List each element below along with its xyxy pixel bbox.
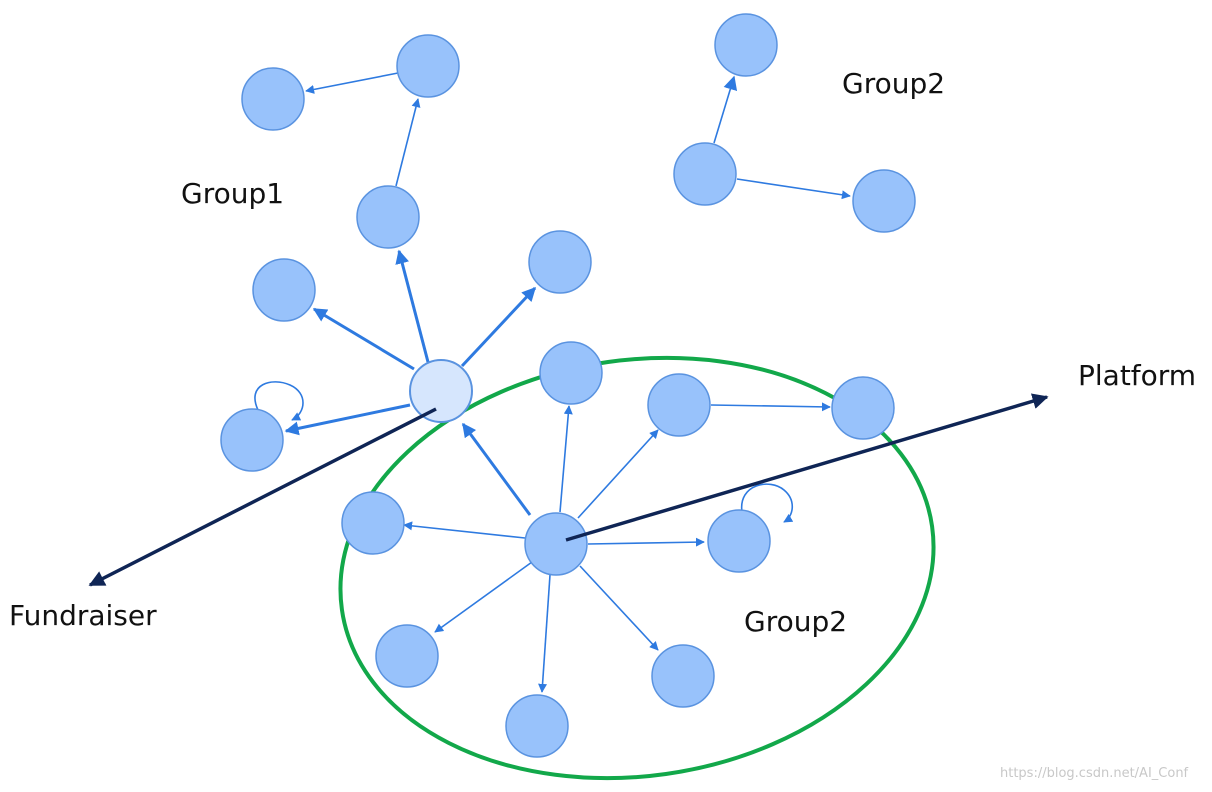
- node: [396, 34, 460, 98]
- group2-top-label: Group2: [842, 67, 946, 100]
- node: [528, 230, 592, 294]
- edge: [305, 72, 399, 94]
- edge: [395, 98, 421, 187]
- edge: [312, 307, 415, 371]
- platform-arrow: [565, 393, 1049, 542]
- node: [831, 376, 895, 440]
- node: [673, 142, 737, 206]
- node: [707, 509, 771, 573]
- edge: [559, 405, 573, 513]
- group1-label: Group1: [181, 177, 285, 210]
- self-loop-edge: [254, 381, 304, 421]
- fundraiser-label: Fundraiser: [9, 599, 157, 632]
- nodes: [220, 13, 916, 758]
- platform-label: Platform: [1078, 359, 1197, 392]
- edge: [538, 574, 551, 693]
- edge: [587, 537, 705, 547]
- node: [375, 624, 439, 688]
- node: [714, 13, 778, 77]
- edges: [254, 72, 851, 693]
- node: [647, 373, 711, 437]
- node: [651, 644, 715, 708]
- edge: [461, 422, 532, 516]
- group2-bottom-label: Group2: [744, 605, 848, 638]
- edge: [395, 249, 430, 363]
- fundraiser-arrow: [88, 407, 437, 587]
- platform-hub-node: [524, 512, 588, 576]
- edge: [710, 402, 831, 412]
- node: [252, 258, 316, 322]
- edge: [434, 561, 533, 633]
- node: [356, 185, 420, 249]
- node: [852, 169, 916, 233]
- node: [505, 694, 569, 758]
- edge: [284, 403, 411, 436]
- edge: [736, 178, 851, 200]
- edge: [403, 521, 526, 539]
- watermark-text: https://blog.csdn.net/AI_Conf: [1000, 766, 1189, 781]
- edge: [713, 75, 738, 144]
- edge: [579, 565, 659, 651]
- edge: [577, 429, 659, 519]
- node: [341, 491, 405, 555]
- fundraiser-node: [409, 359, 473, 423]
- node: [241, 67, 305, 131]
- edge: [460, 286, 537, 368]
- group2-ellipse: [338, 355, 936, 781]
- self-loop-edge: [741, 483, 794, 523]
- node: [220, 408, 284, 472]
- node: [539, 341, 603, 405]
